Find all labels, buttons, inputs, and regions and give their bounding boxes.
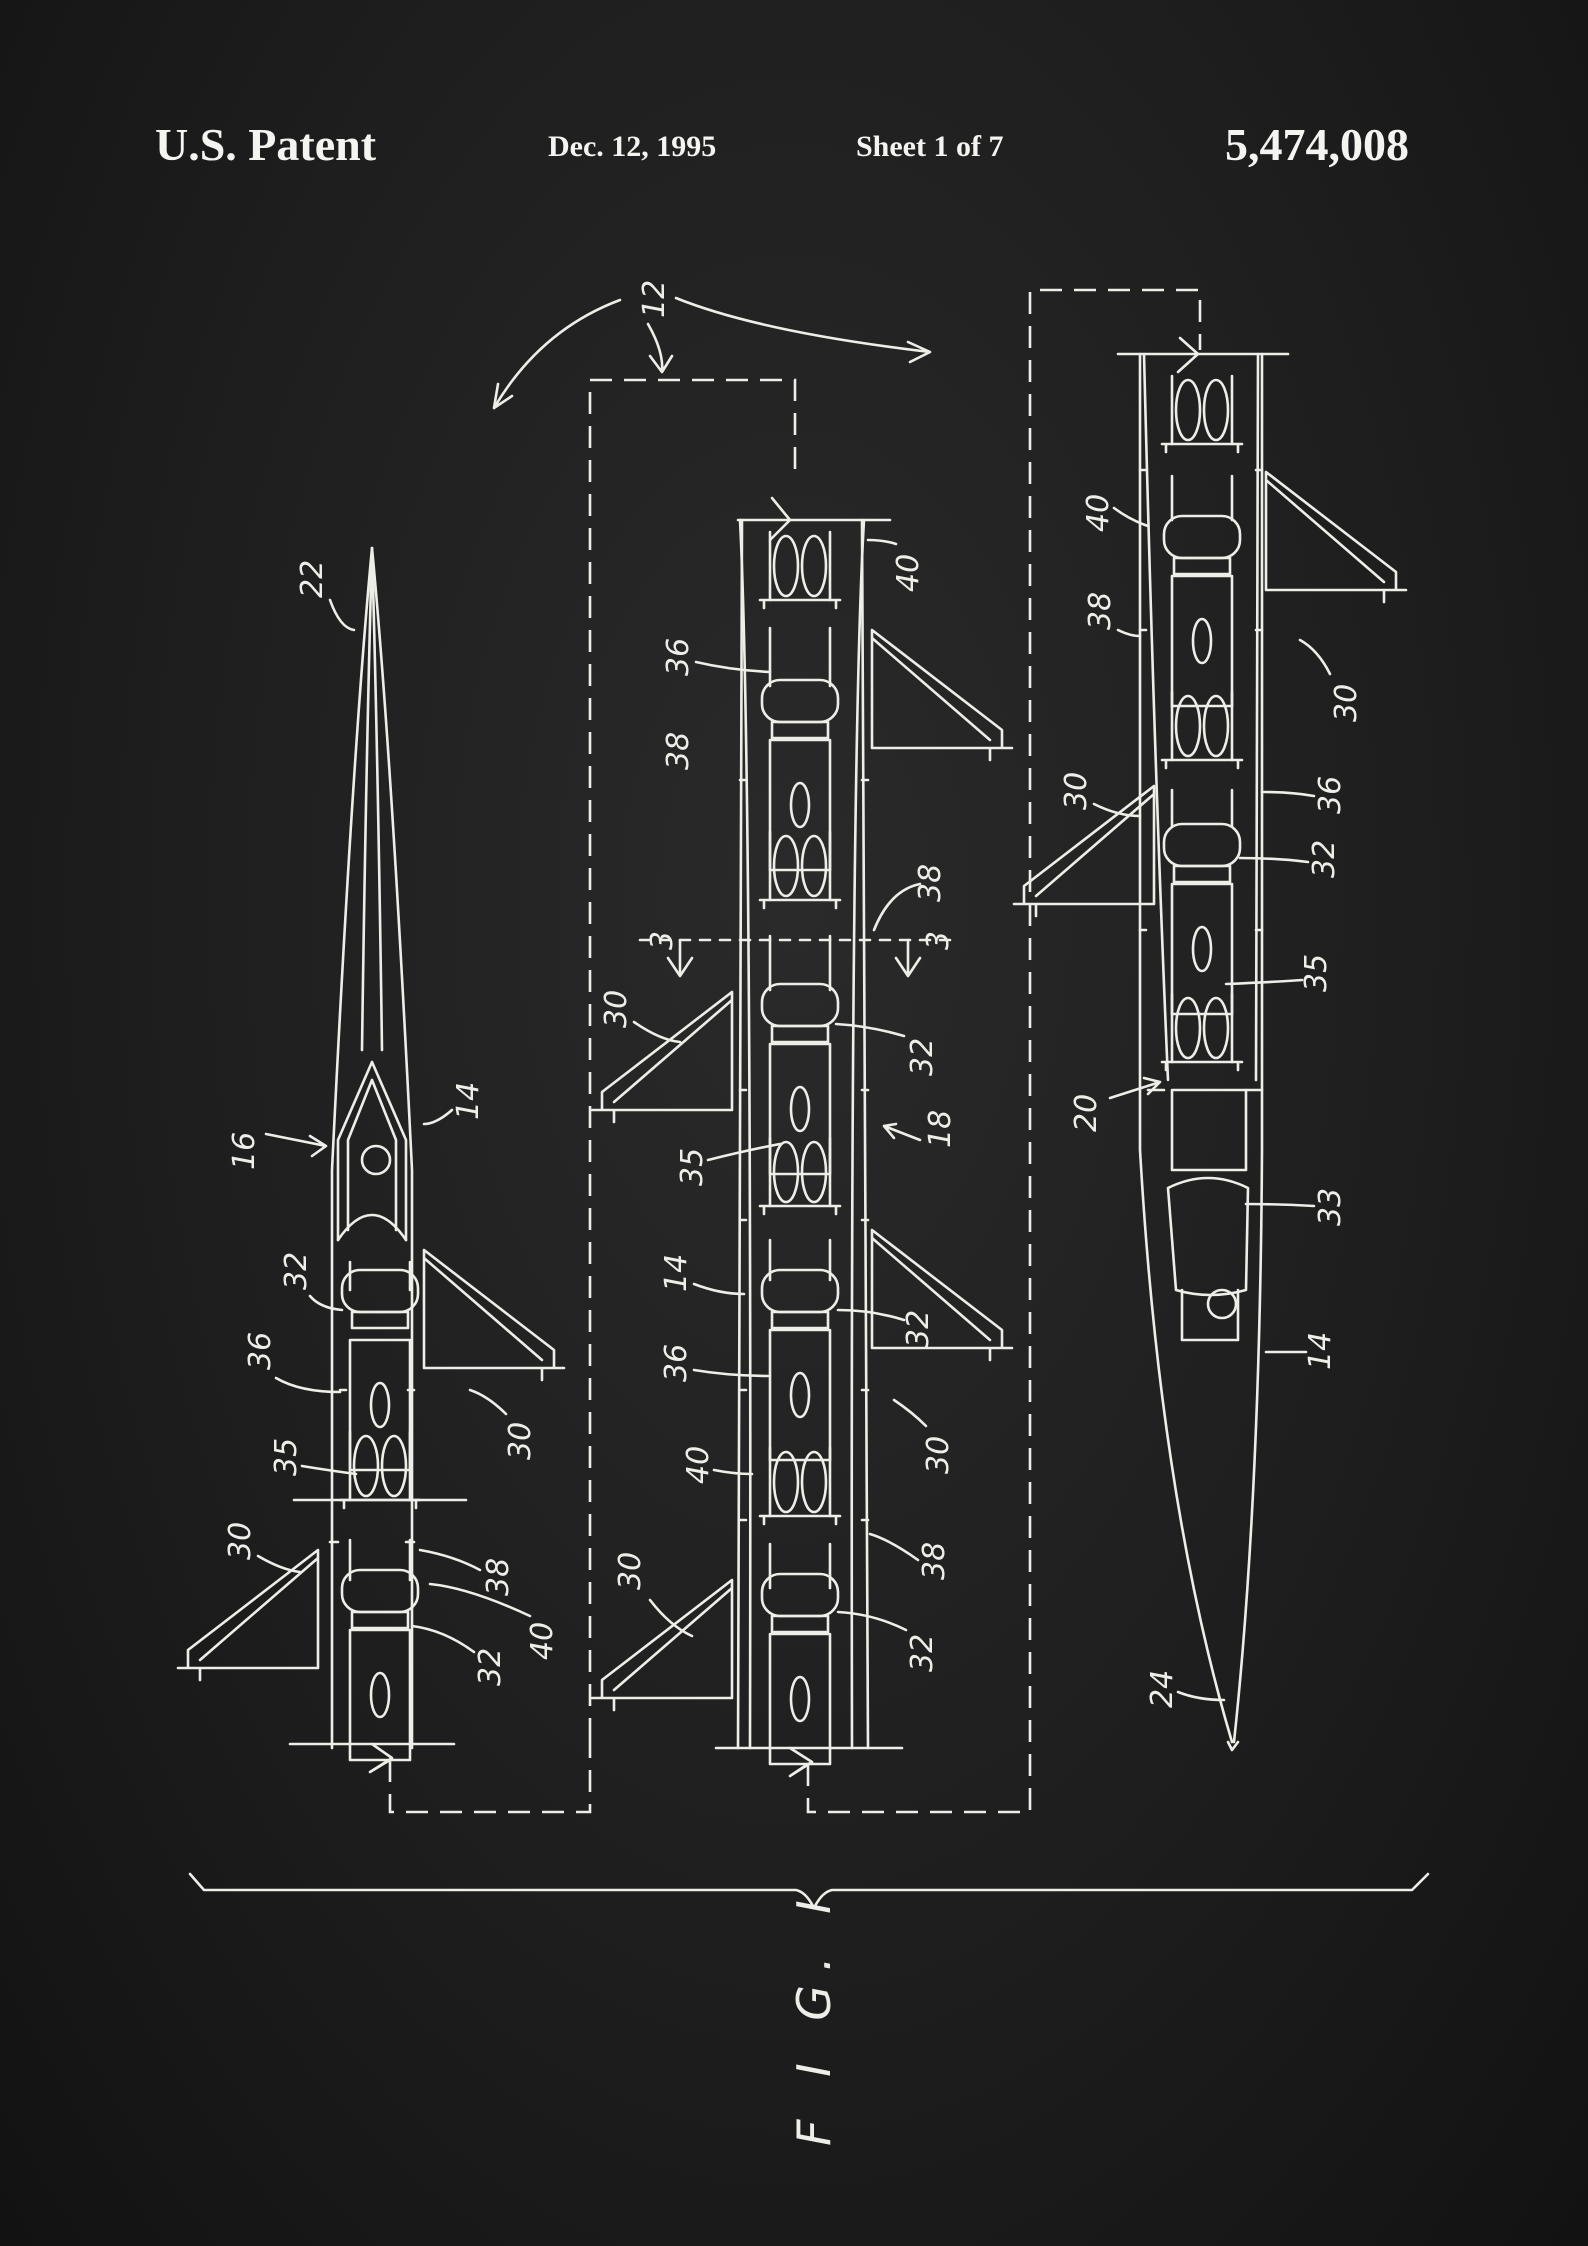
- label-32-bow-b: 32: [473, 1648, 508, 1686]
- label-3-right: 3: [921, 931, 956, 950]
- label-16: 16: [227, 1132, 262, 1170]
- label-38-mid-b: 38: [913, 864, 948, 902]
- bow-section: 22 14 16 32 36 35 30 30 38 40 32: [176, 548, 590, 1812]
- middle-section: 12 40 36 38 38 3 3 30 32 18 35 14 32 3: [494, 280, 1200, 1812]
- label-14-mid: 14: [659, 1254, 694, 1292]
- label-30-mid-c: 30: [613, 1552, 648, 1590]
- label-32-bow-a: 32: [279, 1252, 314, 1290]
- label-38-mid-a: 38: [661, 732, 696, 770]
- label-35-stern: 35: [1299, 954, 1334, 992]
- label-22: 22: [295, 560, 330, 598]
- label-40-mid-a: 40: [891, 554, 926, 592]
- label-30-stern-a: 30: [1329, 684, 1364, 722]
- label-24: 24: [1145, 1670, 1180, 1708]
- label-14-bow: 14: [451, 1082, 486, 1120]
- label-30-mid-a: 30: [599, 990, 634, 1028]
- label-30-mid-b: 30: [921, 1436, 956, 1474]
- label-20: 20: [1069, 1094, 1104, 1132]
- label-30-bow-a: 30: [503, 1422, 538, 1460]
- label-35-mid: 35: [675, 1148, 710, 1186]
- label-12: 12: [637, 280, 672, 318]
- patent-date: Dec. 12, 1995: [548, 130, 717, 163]
- patent-title: U.S. Patent: [155, 119, 377, 170]
- label-40-bow: 40: [525, 1622, 560, 1660]
- figure-label: F I G. I: [787, 1886, 841, 2146]
- label-40-stern: 40: [1081, 494, 1116, 532]
- patent-number: 5,474,008: [1225, 119, 1409, 170]
- stern-section: 40 38 30 30 36 32 35 20 33 14 24: [1012, 338, 1408, 1750]
- sheet-number: Sheet 1 of 7: [856, 130, 1004, 163]
- label-38-mid-c: 38: [917, 1542, 952, 1580]
- label-30-stern-b: 30: [1059, 772, 1094, 810]
- label-14-stern: 14: [1303, 1332, 1338, 1370]
- label-32-stern: 32: [1307, 840, 1342, 878]
- label-35-bow: 35: [269, 1438, 304, 1476]
- label-40-mid-b: 40: [681, 1446, 716, 1484]
- label-36-stern: 36: [1313, 776, 1348, 814]
- label-32-mid-b: 32: [901, 1310, 936, 1348]
- figure-brace: [190, 1874, 1428, 1908]
- label-36-bow: 36: [243, 1332, 278, 1370]
- label-33: 33: [1313, 1188, 1348, 1226]
- label-38-bow: 38: [481, 1558, 516, 1596]
- label-36-mid-a: 36: [661, 638, 696, 676]
- label-3-left: 3: [645, 931, 680, 950]
- label-30-bow-b: 30: [223, 1522, 258, 1560]
- label-18: 18: [923, 1110, 958, 1148]
- label-38-stern: 38: [1083, 592, 1118, 630]
- label-32-mid-c: 32: [905, 1634, 940, 1672]
- label-32-mid-a: 32: [905, 1038, 940, 1076]
- label-36-mid-b: 36: [659, 1344, 694, 1382]
